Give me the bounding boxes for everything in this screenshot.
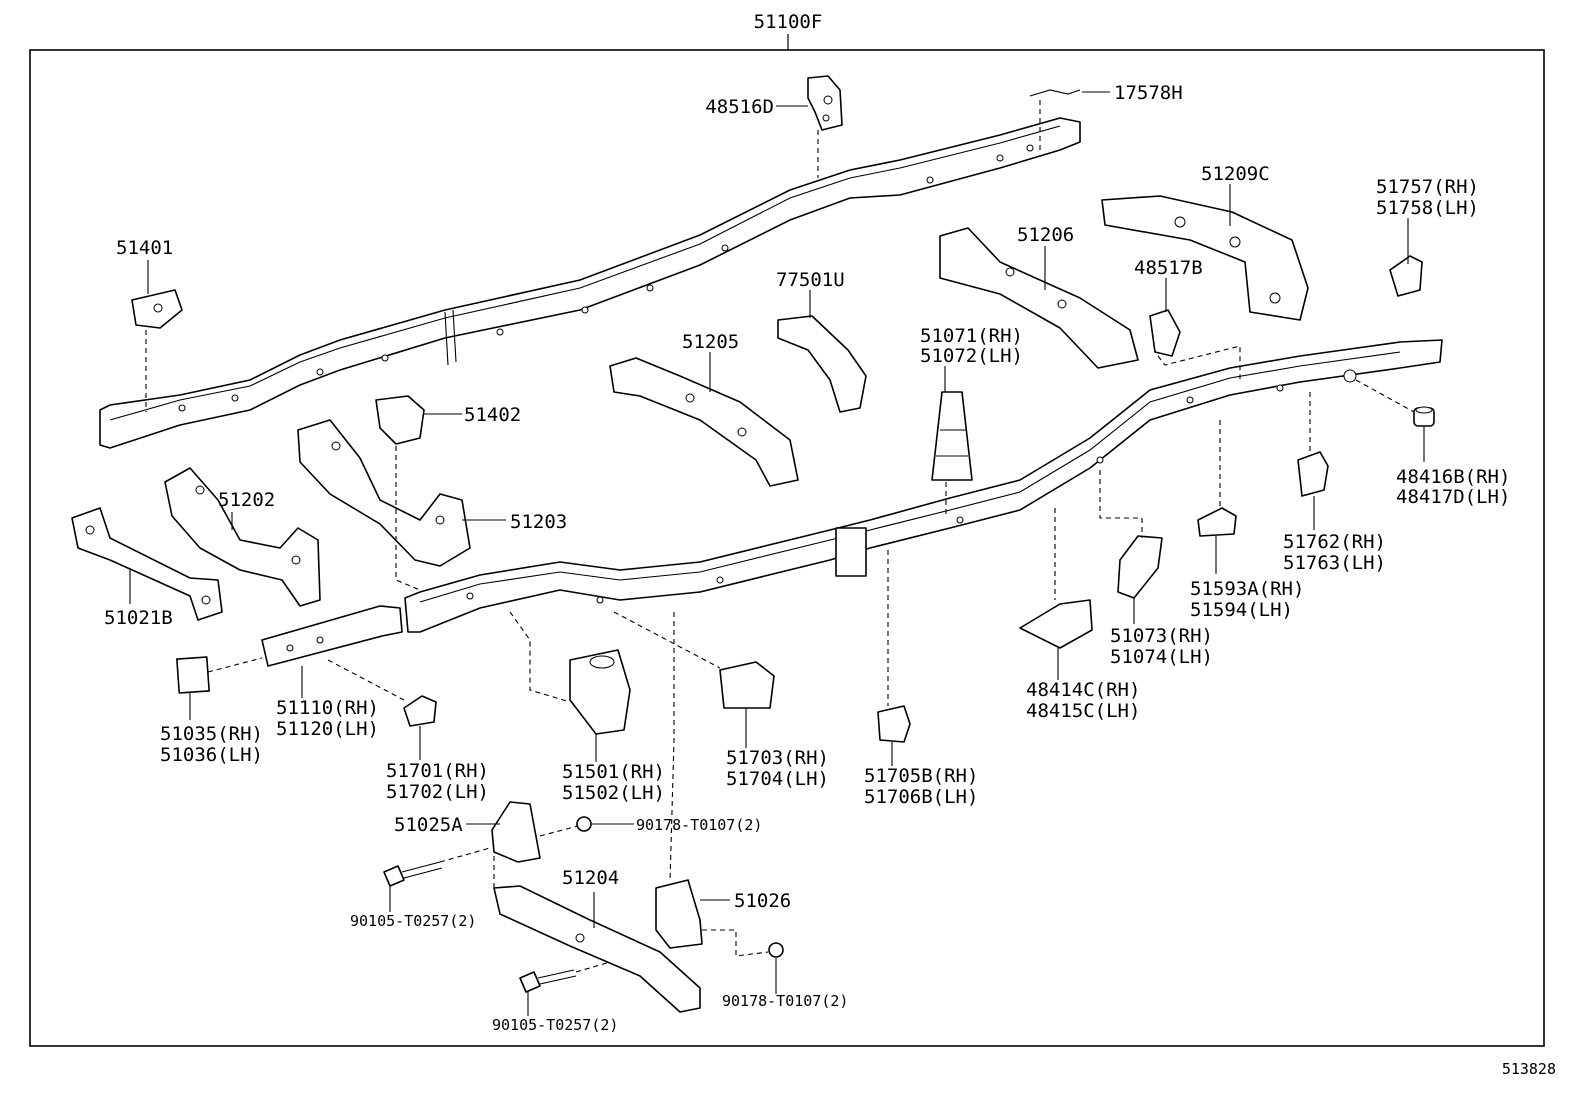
label-51071: 51071(RH) [920,325,1023,347]
label-51594: 51594(LH) [1190,599,1293,621]
diagram-id: 513828 [1502,1060,1556,1078]
label-51074: 51074(LH) [1110,646,1213,668]
part-51073 [1117,535,1163,599]
part-48414C [1019,599,1093,649]
label-51100F: 51100F [754,11,823,33]
part-90178-b [768,942,784,958]
label-51762: 51762(RH) [1283,531,1386,553]
part-51026 [655,879,703,949]
label-51758: 51758(LH) [1376,197,1479,219]
label-17578H: 17578H [1114,82,1183,104]
part-51701 [403,695,437,727]
part-48416B [1413,406,1435,427]
label-90178-a: 90178-T0107(2) [636,816,762,834]
label-77501U: 77501U [776,269,845,291]
label-51702: 51702(LH) [386,781,489,803]
label-51501: 51501(RH) [562,761,665,783]
label-51705B: 51705B(RH) [864,765,978,787]
part-51705B [877,705,911,743]
label-90105-b: 90105-T0257(2) [492,1016,618,1034]
label-48517B: 48517B [1134,257,1203,279]
label-51701: 51701(RH) [386,760,489,782]
label-51205: 51205 [682,331,739,353]
part-77501U [777,315,867,413]
label-51706B: 51706B(LH) [864,786,978,808]
part-48517B [1149,309,1181,357]
label-51203: 51203 [510,511,567,533]
part-51209C [1101,195,1309,321]
part-90105-a [383,861,443,887]
label-51757: 51757(RH) [1376,176,1479,198]
label-51206: 51206 [1017,224,1074,246]
part-51205 [609,357,799,487]
part-51762 [1297,451,1329,497]
label-51035: 51035(RH) [160,723,263,745]
part-51025A [491,801,541,863]
label-51593A: 51593A(RH) [1190,578,1304,600]
label-51073: 51073(RH) [1110,625,1213,647]
label-48416B: 48416B(RH) [1396,466,1510,488]
part-51071 [931,391,973,481]
part-90105-b [519,969,577,993]
part-17578H [1029,89,1081,97]
label-51502: 51502(LH) [562,782,665,804]
part-51757 [1389,255,1423,297]
part-51110 [261,605,403,667]
part-90178-a [576,816,592,832]
label-51401: 51401 [116,237,173,259]
part-51021B [71,507,223,621]
label-51204: 51204 [562,867,619,889]
label-90178-b: 90178-T0107(2) [722,992,848,1010]
part-48516D [807,75,843,131]
part-51501 [569,649,631,735]
label-48417D: 48417D(LH) [1396,486,1510,508]
label-51202: 51202 [218,489,275,511]
label-51703: 51703(RH) [726,747,829,769]
part-51593A [1197,507,1237,537]
label-51026: 51026 [734,890,791,912]
label-90105-a: 90105-T0257(2) [350,912,476,930]
label-51209C: 51209C [1201,163,1270,185]
label-51402: 51402 [464,404,521,426]
part-51035 [176,656,210,694]
label-48516D: 48516D [705,96,774,118]
label-51072: 51072(LH) [920,345,1023,367]
label-51025A: 51025A [394,814,463,836]
label-48414C: 48414C(RH) [1026,679,1140,701]
part-51401 [131,289,183,329]
part-51204 [493,885,701,1013]
label-51021B: 51021B [104,607,173,629]
label-51036: 51036(LH) [160,744,263,766]
part-51703 [719,661,775,709]
label-51763: 51763(LH) [1283,552,1386,574]
part-51206 [939,227,1139,369]
right-frame-rail [404,339,1443,633]
alignment-lines [145,100,1415,973]
part-51402 [375,395,425,445]
label-51110: 51110(RH) [276,697,379,719]
left-frame-rail [99,117,1081,449]
part-51203 [297,419,471,567]
label-48415C: 48415C(LH) [1026,700,1140,722]
label-51120: 51120(LH) [276,718,379,740]
label-51704: 51704(LH) [726,768,829,790]
diagram-border [29,49,1545,1047]
part-51202 [164,467,321,607]
leader-lines [129,91,1425,1016]
